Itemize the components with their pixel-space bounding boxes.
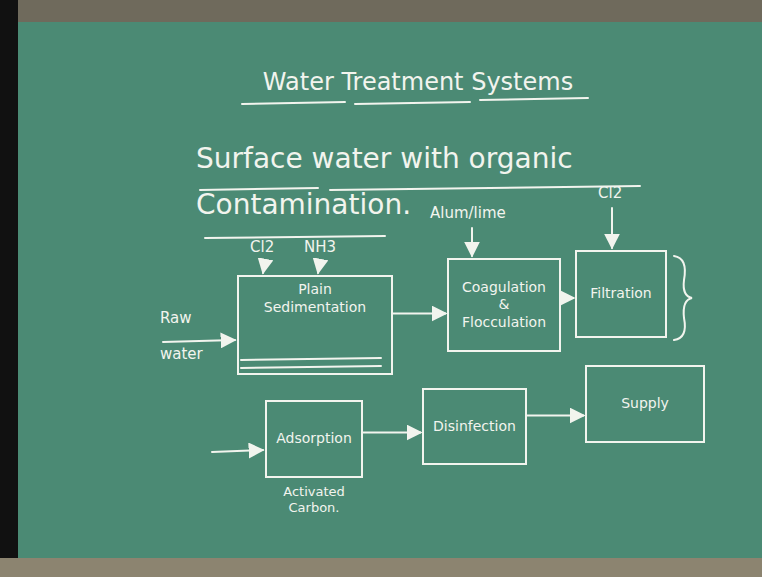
- box-label: Supply: [615, 391, 675, 417]
- chalk-label: Alum/lime: [430, 204, 506, 222]
- chalk-label: NH3: [304, 238, 336, 256]
- chalk-tray: [0, 558, 762, 577]
- process-box: Disinfection: [422, 388, 527, 465]
- process-box: Coagulation & Flocculation: [447, 258, 561, 352]
- board-frame: [0, 0, 762, 22]
- process-box: Plain Sedimentation: [237, 275, 393, 375]
- box-label: Adsorption: [270, 426, 358, 452]
- process-box: AdsorptionActivated Carbon.: [265, 400, 363, 478]
- flow-arrow: [527, 415, 584, 417]
- flow-arrow: [393, 313, 446, 315]
- box-label: Coagulation & Flocculation: [449, 275, 559, 336]
- box-note: Activated Carbon.: [267, 484, 361, 515]
- chalk-label: Cl2: [250, 238, 274, 256]
- flow-arrow: [363, 432, 421, 434]
- process-box: Filtration: [575, 250, 667, 338]
- process-box: Supply: [585, 365, 705, 443]
- board-edge: [0, 0, 18, 577]
- title: Water Treatment Systems: [238, 68, 598, 97]
- box-label: Disinfection: [427, 414, 522, 440]
- box-label: Filtration: [584, 281, 657, 307]
- chalk-label: Cl2: [598, 184, 622, 202]
- chalk-label: Raw water: [160, 300, 222, 372]
- flow-arrow: [561, 297, 574, 299]
- box-label: Plain Sedimentation: [239, 277, 391, 320]
